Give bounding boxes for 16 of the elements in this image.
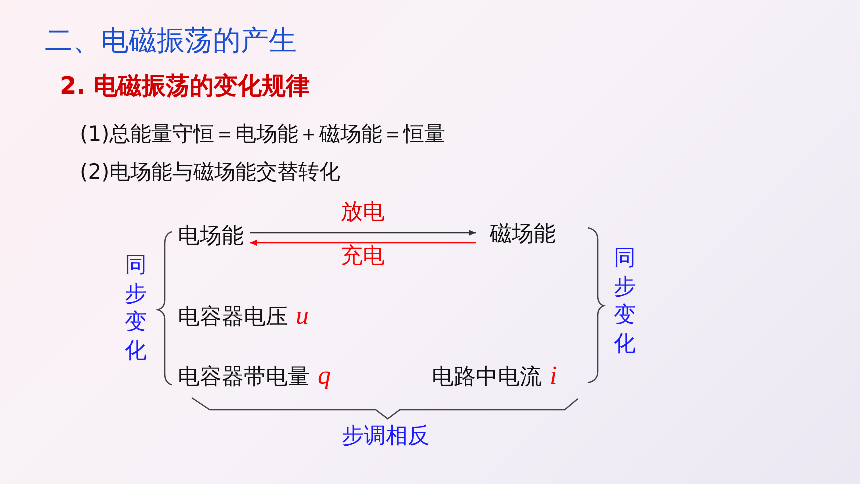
term-label: 电容器电压 u bbox=[178, 300, 309, 332]
arrow bbox=[250, 240, 476, 246]
brace-label: 步调相反 bbox=[342, 424, 430, 450]
statement-text: (2)电场能与磁场能交替转化 bbox=[80, 160, 341, 186]
slide-title: 二、电磁振荡的产生 bbox=[45, 24, 297, 58]
brace-label: 同步变化 bbox=[614, 245, 637, 359]
term-label: 电容器带电量 q bbox=[178, 360, 331, 392]
term-label: 电路中电流 i bbox=[432, 360, 558, 392]
arrow bbox=[250, 230, 476, 236]
statement-text: (1)总能量守恒＝电场能＋磁场能＝恒量 bbox=[80, 122, 446, 148]
section-heading: 2. 电磁振荡的变化规律 bbox=[60, 72, 310, 101]
brace-label: 同步变化 bbox=[125, 252, 148, 366]
edge-label: 放电 bbox=[341, 200, 385, 226]
term-label: 电场能 bbox=[178, 224, 244, 250]
edge-label: 充电 bbox=[341, 244, 385, 270]
term-label: 磁场能 bbox=[490, 222, 556, 248]
